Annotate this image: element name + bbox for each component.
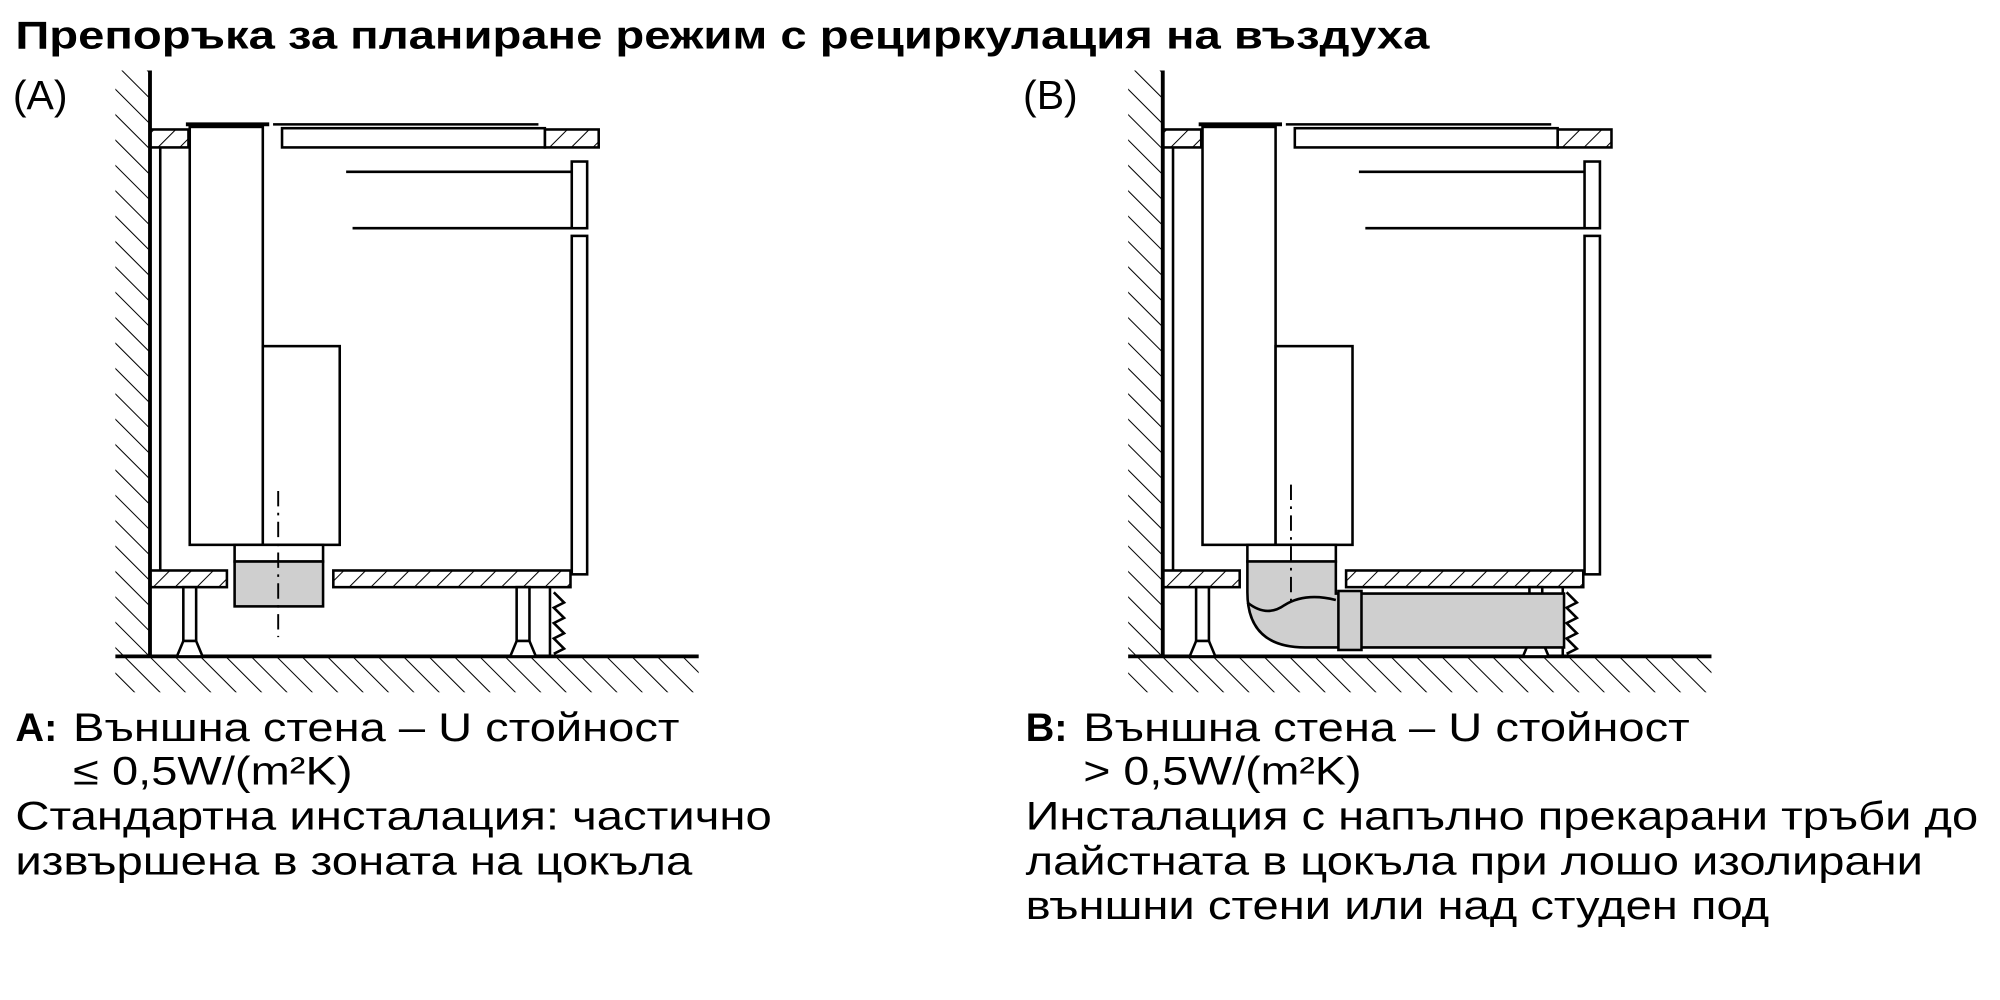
caption-heading-b: Външна стена – U стойност xyxy=(1083,706,1689,750)
caption-description-b-2: лайстната в цокъла при лошо изолирани xyxy=(1026,839,1923,883)
diagram-b: (B) xyxy=(1023,68,1714,695)
duct-coupling-b xyxy=(1337,589,1363,652)
caption-heading-a: Външна стена – U стойност xyxy=(73,706,679,750)
caption-description-a-2: извършена в зоната на цокъла xyxy=(15,839,693,883)
diagram-a: (A) xyxy=(13,68,701,695)
page-title: Препоръка за планиране режим с рециркула… xyxy=(15,15,1430,58)
caption-b: B: Външна стена – U стойност > 0,5W/(m²K… xyxy=(1026,706,1979,928)
cabinet-section-a xyxy=(113,68,701,695)
caption-value-b: > 0,5W/(m²K) xyxy=(1083,750,1361,794)
caption-a: A: Външна стена – U стойност ≤ 0,5W/(m²K… xyxy=(15,706,771,883)
caption-value-a: ≤ 0,5W/(m²K) xyxy=(73,750,352,794)
caption-description-a-1: Стандартна инсталация: частично xyxy=(15,794,771,838)
caption-description-b-3: външни стени или над студен под xyxy=(1026,884,1770,928)
caption-description-b-1: Инсталация с напълно прекарани тръби до xyxy=(1026,794,1979,838)
caption-key-b: B: xyxy=(1026,706,1068,750)
caption-key-a: A: xyxy=(15,706,57,750)
diagram-label-a: (A) xyxy=(13,72,68,118)
duct-joint-b xyxy=(1246,595,1337,613)
diagram-label-b: (B) xyxy=(1023,72,1078,118)
